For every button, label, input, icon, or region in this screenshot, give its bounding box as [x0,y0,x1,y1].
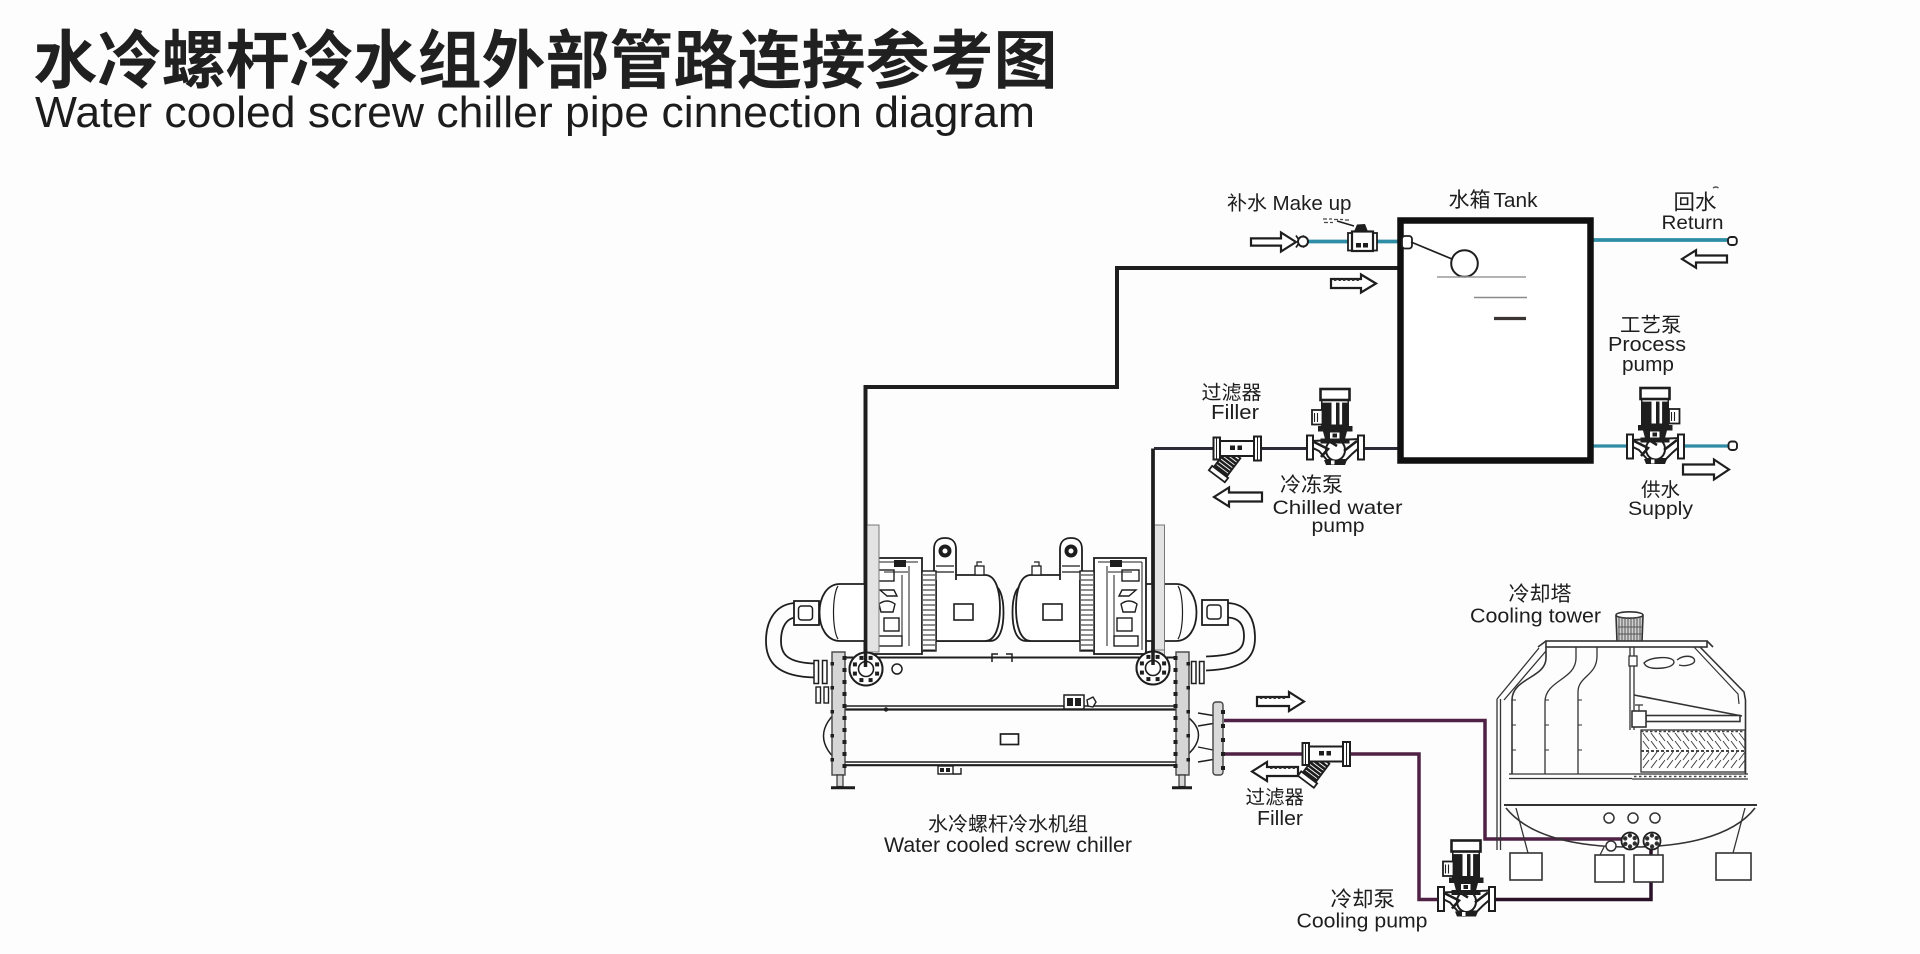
svg-text:pump: pump [1312,515,1365,537]
svg-text:Chilled water: Chilled water [1273,497,1404,519]
svg-text:Cooling tower: Cooling tower [1470,606,1601,628]
svg-text:Filler: Filler [1211,402,1259,424]
svg-text:Tank: Tank [1494,189,1539,212]
svg-text:Process: Process [1608,334,1686,356]
svg-text:Supply: Supply [1628,498,1693,520]
svg-text:Filler: Filler [1257,808,1303,830]
svg-text:Water cooled screw chiller pip: Water cooled screw chiller pipe cinnecti… [35,88,1035,137]
svg-text:Return: Return [1662,213,1724,234]
svg-text:pump: pump [1622,354,1674,376]
svg-text:Water cooled screw chiller: Water cooled screw chiller [884,834,1132,857]
svg-text:Make up: Make up [1273,193,1352,215]
svg-text:Cooling pump: Cooling pump [1297,911,1428,933]
